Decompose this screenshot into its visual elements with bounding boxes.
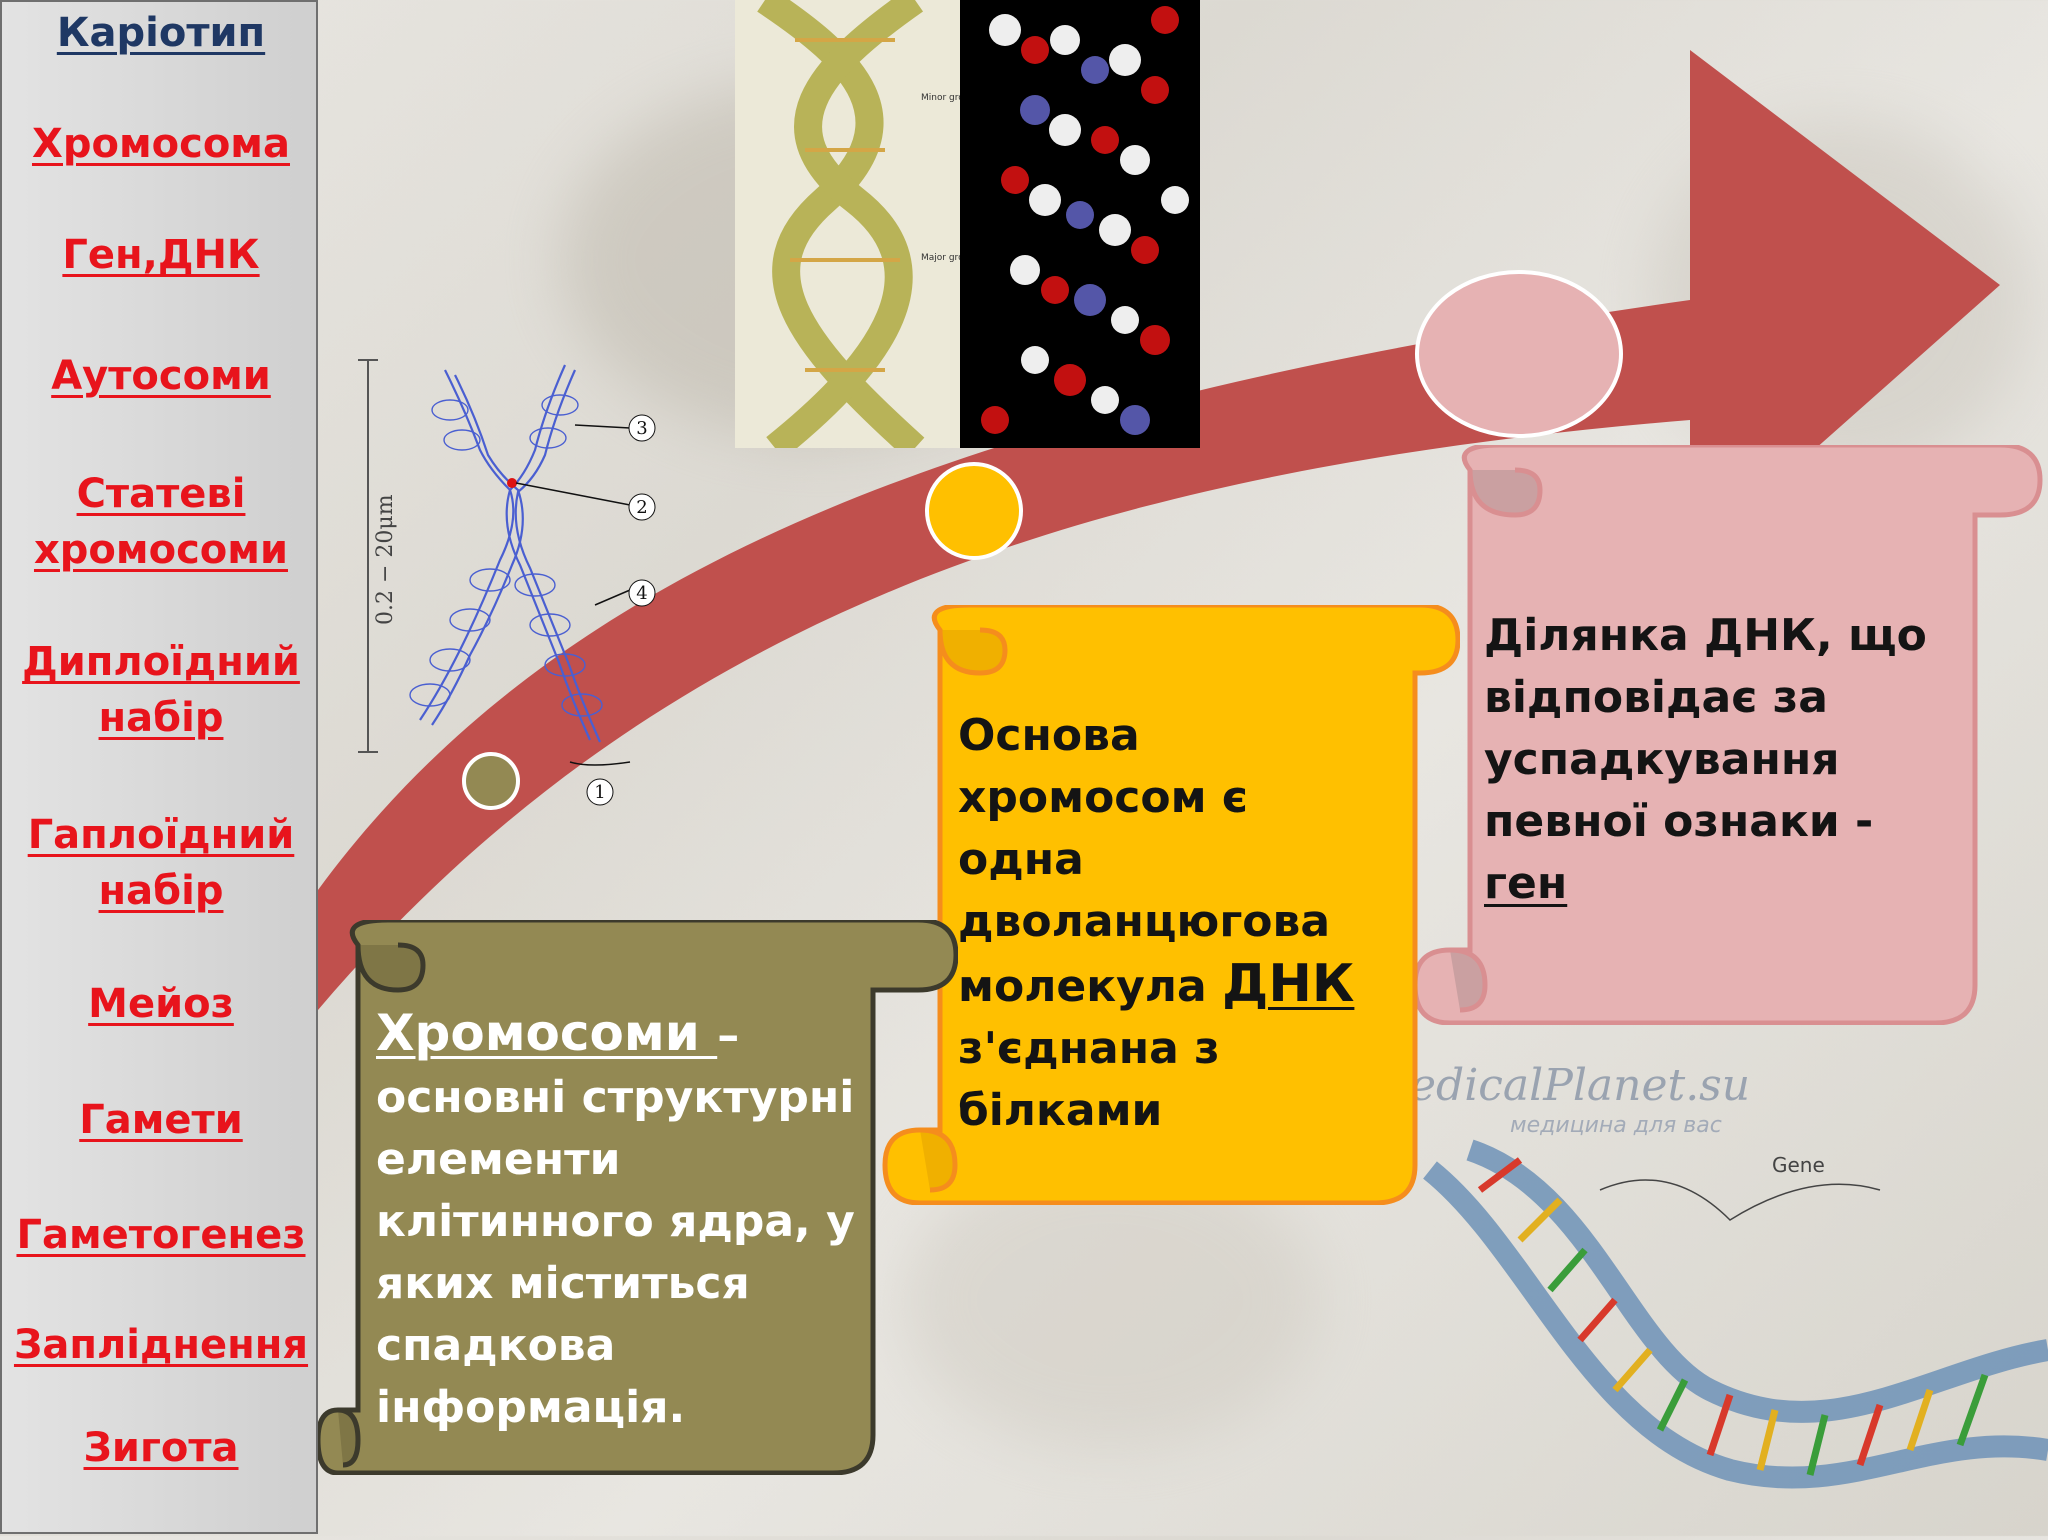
sidebar-item-gametes[interactable]: Гамети — [79, 1097, 243, 1143]
watermark-line-1: edicalPlanet.su — [1410, 1060, 1750, 1111]
step-circle-olive — [462, 752, 520, 810]
card-basis-line: білками — [958, 1085, 1163, 1136]
sidebar-item-autosomes[interactable]: Аутосоми — [51, 353, 271, 399]
sidebar-item-haploid-set[interactable]: Гаплоїдний набір — [27, 812, 295, 914]
card-gene-term: ген — [1484, 858, 1568, 909]
sidebar-item-gene-dna[interactable]: Ген,ДНК — [62, 232, 260, 278]
card-chromosomes-dash: – — [717, 1010, 740, 1061]
card-chromosomes-line: клітинного ядра, у — [376, 1196, 855, 1247]
step-circle-pink — [1415, 270, 1623, 438]
sidebar-item-karyotype[interactable]: Каріотип — [56, 10, 266, 56]
card-basis-line: з'єднана з — [958, 1023, 1220, 1074]
card-chromosomes-line: спадкова — [376, 1320, 616, 1371]
sidebar-item-gametogenesis[interactable]: Гаметогенез — [16, 1212, 306, 1258]
gene-label: Gene — [1772, 1153, 1825, 1177]
card-basis: Основа хромосом є одна дволанцюгова моле… — [860, 605, 1460, 1205]
card-gene-line: відповідає за — [1484, 672, 1828, 723]
dna-helix-image: Minor groove Major groove — [735, 0, 1200, 448]
major-groove-label: Major groove — [921, 253, 980, 263]
card-gene-line: успадкування — [1484, 734, 1840, 785]
minor-groove-label: Minor groove — [921, 93, 981, 103]
gene-dna-image: edicalPlanet.su медицина для вас Gene — [1410, 1050, 2048, 1536]
marker-4: 4 — [636, 583, 647, 604]
step-circle-yellow — [925, 462, 1023, 560]
card-chromosomes-line: яких міститься — [376, 1258, 750, 1309]
sidebar-item-zygote[interactable]: Зигота — [83, 1425, 239, 1471]
card-chromosomes: Хромосоми – основні структурні елементи … — [318, 920, 958, 1475]
marker-1: 1 — [594, 782, 605, 803]
card-basis-line: Основа — [958, 710, 1140, 761]
scale-label: 0.2 − 20μm — [373, 494, 398, 625]
card-chromosomes-heading: Хромосоми – — [376, 1002, 855, 1067]
sidebar-item-sex-chromosomes[interactable]: Статеві хромосоми — [33, 471, 288, 573]
watermark-line-2: медицина для вас — [1510, 1113, 1722, 1138]
card-chromosomes-line: інформація. — [376, 1382, 686, 1433]
card-gene-line: певної ознаки - — [1484, 796, 1874, 847]
sidebar-item-fertilization[interactable]: Запліднення — [13, 1322, 309, 1368]
card-basis-term-dna: ДНК — [1222, 954, 1355, 1014]
card-chromosomes-line: основні структурні — [376, 1072, 855, 1123]
sidebar-nav: Каріотип Хромосома Ген,ДНК Аутосоми Стат… — [0, 0, 318, 1534]
marker-3: 3 — [636, 418, 647, 439]
sidebar-item-meiosis[interactable]: Мейоз — [88, 981, 234, 1027]
card-basis-line: дволанцюгова — [958, 896, 1331, 947]
card-basis-line-prefix: молекула — [958, 961, 1223, 1012]
card-basis-line: молекула ДНК — [958, 953, 1354, 1018]
card-chromosomes-line: елементи — [376, 1134, 621, 1185]
sidebar-item-diploid-set[interactable]: Диплоїдний набір — [22, 639, 300, 741]
card-chromosomes-term: Хромосоми — [376, 1004, 718, 1062]
card-gene: Ділянка ДНК, що відповідає за успадкуван… — [1390, 445, 2048, 1025]
card-basis-line: хромосом є — [958, 772, 1248, 823]
chromosome-diagram: 0.2 − 20μm 3 2 4 1 — [358, 359, 656, 806]
marker-2: 2 — [636, 497, 647, 518]
card-gene-line: Ділянка ДНК, що — [1484, 610, 1927, 661]
card-basis-line: одна — [958, 834, 1084, 885]
sidebar-item-chromosome[interactable]: Хромосома — [31, 121, 290, 167]
